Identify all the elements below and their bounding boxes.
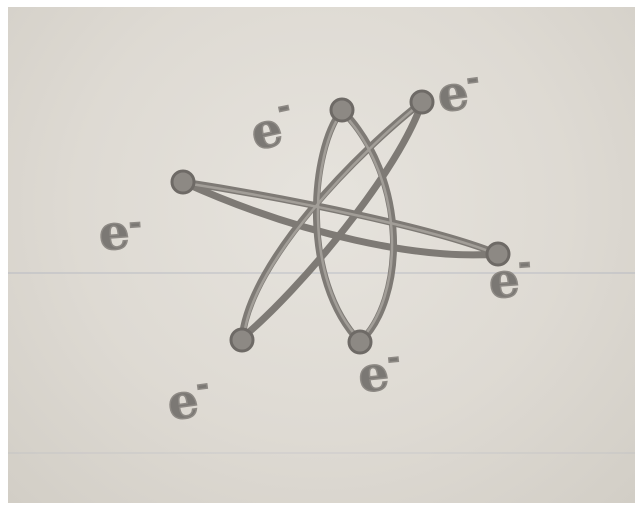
orbit-horizontal bbox=[183, 182, 498, 255]
electron-label-bottom-center: e- bbox=[355, 341, 404, 404]
electron-dot-bottom-left bbox=[231, 329, 253, 351]
electron-label-top-left: e- bbox=[244, 89, 300, 162]
electron-dot-top-right bbox=[411, 91, 433, 113]
orbit-horizontal-inner bbox=[185, 183, 496, 254]
electron-label-right: e- bbox=[487, 246, 534, 310]
orbit-vertical-inner bbox=[318, 112, 392, 340]
electron-label-top-right: e- bbox=[434, 61, 485, 123]
orbit-inner-strokes bbox=[185, 104, 496, 340]
electron-label-left: e- bbox=[97, 203, 144, 262]
electron-dot-top bbox=[331, 99, 353, 121]
electron-orbits bbox=[183, 102, 498, 342]
electron-dot-left bbox=[172, 171, 194, 193]
electron-label-bottom-left: e- bbox=[163, 367, 214, 431]
